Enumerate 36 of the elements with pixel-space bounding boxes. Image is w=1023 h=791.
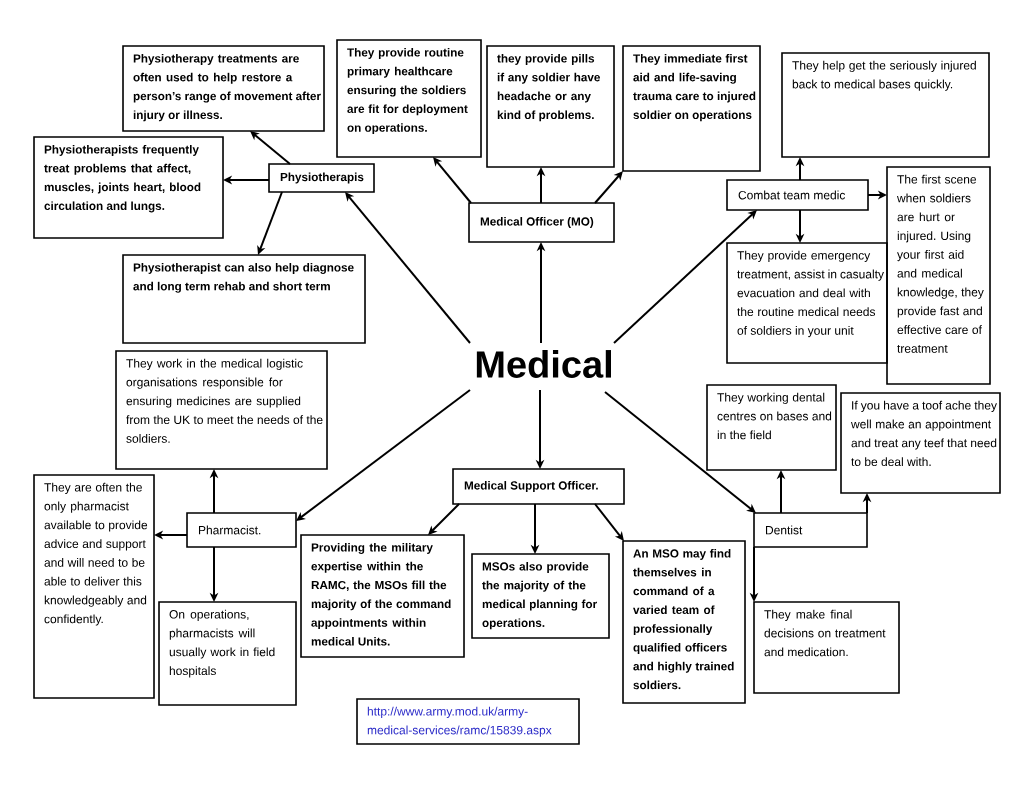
info-box: they provide pills if any soldier have headache or any kind of problems. xyxy=(486,45,615,168)
info-box: On operations, pharmacists will usually work in field hospitals xyxy=(158,601,297,706)
info-box: They help get the seriously injured back to medical bases quickly. xyxy=(781,52,990,158)
info-box: They working dental centres on bases and in the field xyxy=(706,384,837,471)
arrow xyxy=(257,191,283,255)
info-box: They provide emergency treatment, assist in casualty evacuation and deal with the routine medical needs of soldiers in your unit xyxy=(726,242,888,364)
info-box: Providing the military expertise within the RAMC, the MSOs fill the majority of the command appointments within medical Units. xyxy=(300,534,465,658)
arrow xyxy=(433,157,472,204)
arrow xyxy=(250,131,291,165)
arrow xyxy=(296,389,471,521)
info-box: They are often the only pharmacist available to provide advice and support and will need to be able to deliver this knowledgeably and confidently. xyxy=(33,474,155,699)
info-box: They make final decisions on treatment and medication. xyxy=(753,601,900,694)
role-box: Pharmacist. xyxy=(186,512,297,548)
info-box: MSOs also provide the majority of the medical planning for operations. xyxy=(471,553,610,639)
role-box: Medical Officer (MO) xyxy=(468,202,615,243)
info-box: Physiotherapist can also help diagnose and long term rehab and short term xyxy=(122,254,366,344)
info-box: They provide routine primary healthcare ensuring the soldiers are fit for deployment on operations. xyxy=(336,39,482,158)
central-topic: Medical xyxy=(476,350,611,378)
info-box: The first scene when soldiers are hurt or injured. Using your first aid and medical knowledge, they provide fast and effective care of treatment xyxy=(886,166,991,385)
arrow xyxy=(613,210,757,344)
info-box: They immediate first aid and life-saving trauma care to injured soldier on operations xyxy=(622,45,761,172)
role-box: Combat team medic xyxy=(726,179,869,211)
link-box: http://www.army.mod.uk/army-medical-services/ramc/15839.aspx xyxy=(356,698,580,745)
info-box: They work in the medical logistic organisations responsible for ensuring medicines are supplied from the UK to meet the needs of the soldiers. xyxy=(115,350,328,470)
info-box: Physiotherapists frequently treat problems that affect, muscles, joints heart, blood circulation and lungs. xyxy=(33,136,224,239)
role-box: Physiotherapis xyxy=(268,163,375,193)
arrow xyxy=(428,503,460,535)
info-box: If you have a toof ache they well make an appointment and treat any teef that need to be deal with. xyxy=(840,392,1001,494)
arrow xyxy=(604,391,756,513)
info-box: Physiotherapy treatments are often used to help restore a person’s range of movement after injury or illness. xyxy=(122,45,325,132)
arrow xyxy=(594,171,623,204)
arrow xyxy=(345,192,471,344)
role-box: Medical Support Officer. xyxy=(452,468,625,505)
arrow xyxy=(594,503,624,541)
info-box: An MSO may find themselves in command of a varied team of professionally qualified officers and highly trained soldiers. xyxy=(622,540,746,704)
role-box: Dentist xyxy=(753,512,868,548)
